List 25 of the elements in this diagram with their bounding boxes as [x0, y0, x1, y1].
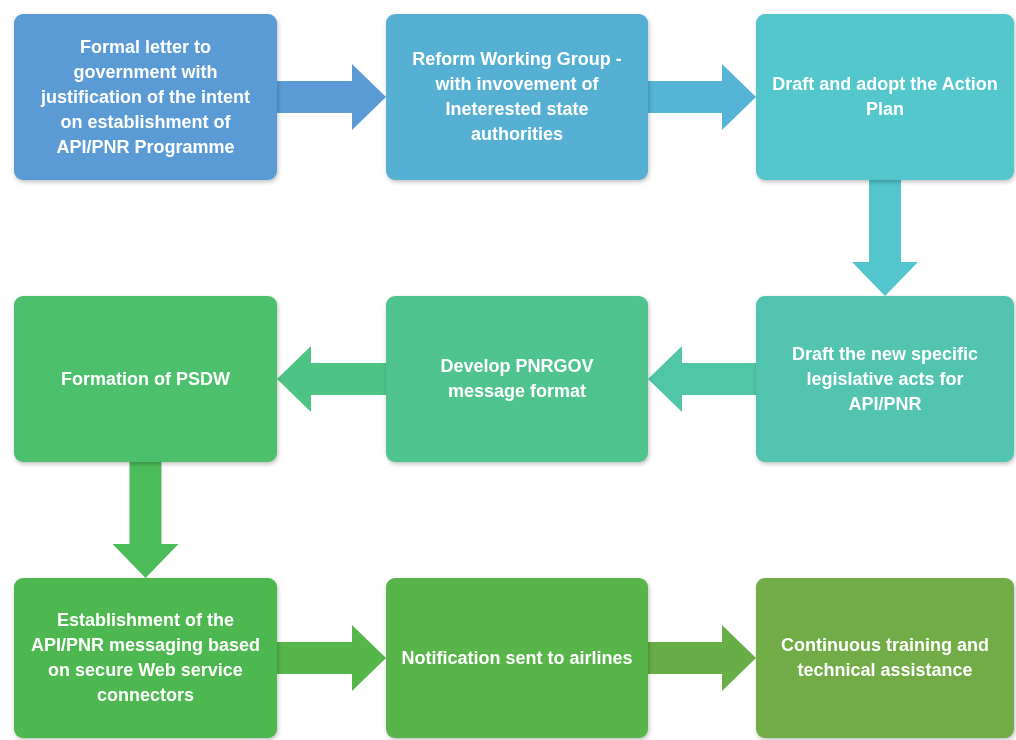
process-box [756, 296, 1014, 462]
process-box [756, 14, 1014, 180]
block-arrow [277, 625, 386, 691]
block-arrow [648, 346, 756, 412]
step-text: Formation of PSDW [61, 367, 230, 391]
process-box [386, 578, 648, 738]
step-text: Formal letter to government with justification of the intent on establishment of API/PNR Programme [39, 35, 251, 159]
process-box [386, 14, 648, 180]
step-text: Draft and adopt the Action Plan [771, 73, 999, 121]
block-arrow [277, 346, 386, 412]
process-box [756, 578, 1014, 738]
process-box [386, 296, 648, 462]
process-box [14, 14, 277, 180]
step-text: Continuous training and technical assistance [780, 634, 990, 682]
step-text: Develop PNRGOV message format [439, 355, 595, 403]
process-box [14, 578, 277, 738]
block-arrow [112, 462, 179, 578]
block-arrow [648, 64, 756, 130]
block-arrow [852, 180, 918, 296]
block-arrow [277, 64, 386, 130]
step-text: Notification sent to airlines [401, 646, 633, 670]
step-text: Reform Working Group - with invovement of Ineterested state authorities [411, 48, 623, 146]
step-text: Draft the new specific legislative acts for API/PNR [790, 342, 979, 416]
process-box [14, 296, 277, 462]
step-text: Establishment of the API/PNR messaging based on secure Web service connectors [29, 609, 262, 707]
